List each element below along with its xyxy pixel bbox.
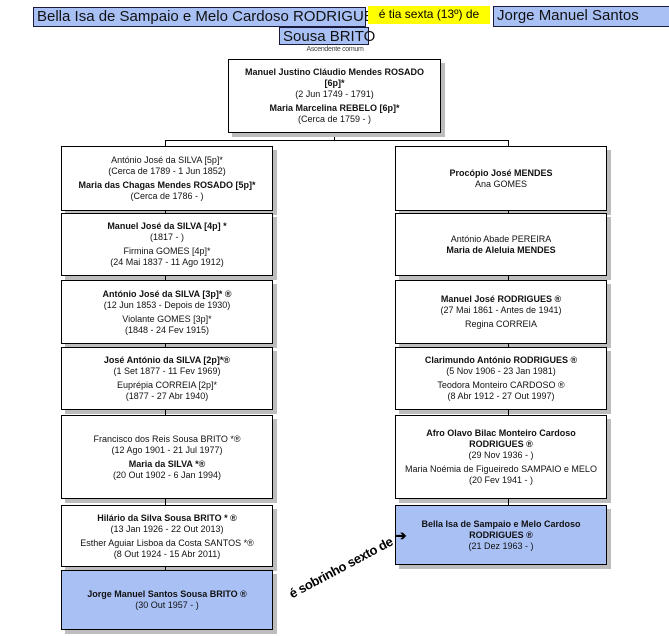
person-line: Manuel José da SILVA [4p] * [107,221,227,231]
connector [508,140,509,146]
right-ancestor-box: Clarimundo António RODRIGUES ®(5 Nov 190… [395,347,607,410]
connector [165,344,166,347]
person-b-title-line2: Sousa BRITO [279,27,375,45]
person-line: (21 Dez 1963 - ) [468,540,534,551]
arrow-right-icon: ➔ [395,527,407,543]
person-line: Ana GOMES [474,178,528,189]
person-line: (12 Jun 1853 - Depois de 1930) [103,299,231,310]
person-line: (Cerca de 1786 - ) [130,191,204,201]
person-line: (30 Out 1957 - ) [135,600,199,610]
connector [165,276,166,280]
person-line: (1848 - 24 Fev 1915) [124,324,210,335]
person-line: Maria da SILVA *® [128,458,206,469]
left-ancestor-box: Hilário da Silva Sousa BRITO * ®(13 Jan … [61,505,273,567]
person-line: Procópio José MENDES [449,167,553,178]
person-line: António José da SILVA [3p]* ® [102,288,232,299]
person-line: Teodora Monteiro CARDOSO ® [437,380,565,390]
connector [508,344,509,347]
person-line: (Cerca de 1789 - 1 Jun 1852) [108,166,226,176]
person-line: Violante GOMES [3p]* [122,313,212,324]
connector [165,140,166,146]
person-line: Maria Marcelina REBELO [6p]* [269,103,400,113]
person-line: Manuel José RODRIGUES ® [440,294,562,304]
person-line: Bella Isa de Sampaio e Melo Cardoso RODR… [421,518,581,540]
person-line: (24 Mai 1837 - 11 Ago 1912) [110,257,224,267]
connector [165,211,166,213]
connector [165,410,166,415]
person-line: (8 Out 1924 - 15 Abr 2011) [113,548,221,559]
person-line: Regina CORREIA [464,319,538,329]
person-line: (27 Mai 1861 - Antes de 1941) [440,305,562,315]
left-ancestor-box: António José da SILVA [3p]* ®(12 Jun 185… [61,280,273,344]
common-ancestor-box: Manuel Justino Cláudio Mendes ROSADO [6p… [228,59,441,133]
person-line: Hilário da Silva Sousa BRITO * ® [97,512,237,523]
person-line: (Cerca de 1759 - ) [297,114,372,124]
person-line: (1817 - ) [149,232,184,242]
person-line: António Abade PEREIRA [450,233,552,244]
person-line: António José da SILVA [5p]* [111,155,223,165]
connector [165,499,166,505]
person-line: (12 Ago 1901 - 21 Jul 1977) [111,444,223,455]
person-line: Afro Olavo Bilac Monteiro Cardoso RODRIG… [426,428,576,449]
reverse-relation: é sobrinho sexto de ➔ [286,526,409,602]
person-line: (1 Set 1877 - 11 Fev 1969) [113,366,221,376]
left-ancestor-box: Manuel José da SILVA [4p] *(1817 - ) Firm… [61,213,273,276]
person-line: José António da SILVA [2p]*® [103,355,231,365]
connector [508,499,509,505]
person-line: (20 Out 1902 - 6 Jan 1994) [112,469,222,480]
connector [165,567,166,570]
left-ancestor-box: Francisco dos Reis Sousa BRITO *®(12 Ago… [61,415,273,499]
person-line: Maria Noémia de Figueiredo SAMPAIO e MEL… [405,464,597,474]
connector [508,276,509,280]
person-a-title: Bella Isa de Sampaio e Melo Cardoso RODR… [33,7,384,27]
person-line: Firmina GOMES [4p]* [123,246,211,256]
person-line: (1877 - 27 Abr 1940) [125,391,209,401]
right-ancestor-box: Afro Olavo Bilac Monteiro Cardoso RODRIG… [395,415,607,499]
relation-label: é tia sexta (13º) de [368,6,490,24]
left-ancestor-box: José António da SILVA [2p]*®(1 Set 1877 … [61,347,273,410]
person-line: Jorge Manuel Santos Sousa BRITO ® [87,589,247,599]
common-ancestor-caption: Ascendente comum [306,46,364,53]
person-line: (13 Jan 1926 - 22 Out 2013) [110,523,224,534]
person-line: Euprépia CORREIA [2p]* [116,380,218,390]
connector [508,410,509,415]
connector [165,140,508,141]
person-line: Manuel Justino Cláudio Mendes ROSADO [6p… [244,67,424,88]
right-ancestor-box: Bella Isa de Sampaio e Melo Cardoso RODR… [395,505,607,565]
person-line: Francisco dos Reis Sousa BRITO *® [93,433,241,444]
person-line: Maria das Chagas Mendes ROSADO [5p]* [78,180,256,190]
connector [334,133,335,141]
person-line: (20 Fev 1941 - ) [468,475,534,485]
reverse-relation-label: é sobrinho sexto de [286,533,396,602]
person-line: Clarimundo António RODRIGUES ® [424,355,578,365]
left-ancestor-box: António José da SILVA [5p]*(Cerca de 178… [61,146,273,211]
connector [508,211,509,213]
person-line: Esther Aguiar Lisboa da Costa SANTOS *® [80,537,254,548]
left-ancestor-box: Jorge Manuel Santos Sousa BRITO ®(30 Out… [61,570,273,630]
person-line: (2 Jun 1749 - 1791) [295,89,374,99]
person-line: (8 Abr 1912 - 27 Out 1997) [447,391,555,401]
right-ancestor-box: Manuel José RODRIGUES ®(27 Mai 1861 - An… [395,280,607,344]
person-b-title-line1: Jorge Manuel Santos [493,6,669,27]
person-line: (29 Nov 1936 - ) [468,450,534,460]
person-line: (5 Nov 1906 - 23 Jan 1981) [446,366,556,376]
person-line: Maria de Aleluia MENDES [446,244,556,255]
